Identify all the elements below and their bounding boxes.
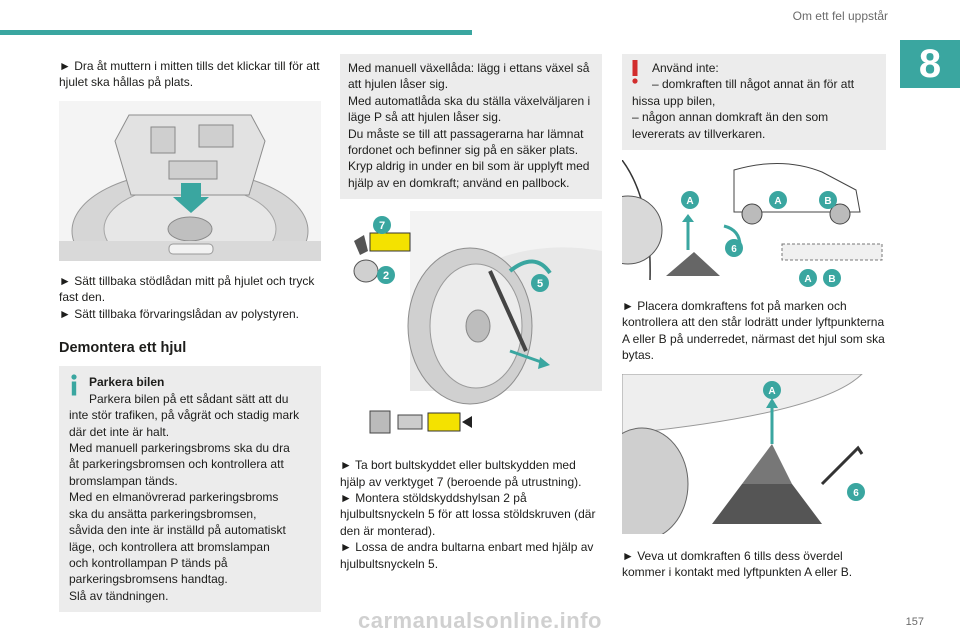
step-refit-box: ► Sätt tillbaka stödlådan mitt på hjulet… (59, 273, 315, 305)
warning-line: – domkraften till något annat än för att (652, 77, 855, 92)
wheel-bolt-illustration: 7 2 5 (353, 211, 602, 434)
info-line: Med en elmanövrerad parkeringsbroms (69, 490, 279, 505)
info-line: åt parkeringsbromsen och kontrollera att (69, 457, 284, 472)
safety-line: Med manuell växellåda: lägg i ettans väx… (348, 61, 590, 75)
safety-box: Med manuell växellåda: lägg i ettans väx… (340, 54, 602, 200)
info-line: Slå av tändningen. (69, 588, 169, 603)
warning-line: levererats av tillverkaren. (632, 126, 766, 141)
info-icon (71, 374, 77, 396)
column-3: Använd inte: – domkraften till något ann… (622, 54, 886, 580)
warning-box: Använd inte: – domkraften till något ann… (622, 54, 886, 151)
warning-line: – någon annan domkraft än den som (632, 110, 829, 125)
step-remove-cap: ► Ta bort bultskyddet eller bultskydden … (340, 458, 582, 489)
info-line: bromslampan tänds. (69, 473, 178, 488)
info-line: såvida den inte är inställd på automatis… (69, 523, 286, 538)
label-A-car: A (774, 196, 781, 207)
safety-line: Med automatlåda ska du ställa växelvälja… (348, 93, 591, 108)
warning-line: Använd inte: (652, 61, 719, 75)
warning-line: hissa upp bilen, (632, 93, 716, 108)
step-antitheft: ► Montera stöldskyddshylsan 2 på hjulbul… (340, 491, 596, 538)
info-line: Parkera bilen på ett sådant sätt att du (89, 391, 289, 406)
callout-5: 5 (537, 278, 543, 290)
section-title: Om ett fel uppstår (792, 9, 888, 23)
section-heading: Demontera ett hjul (59, 340, 187, 357)
info-line: och kontrollampan P tänds på (69, 555, 228, 570)
label-B-underbody: B (828, 274, 835, 285)
info-line: ska du ansätta parkeringsbromsen, (69, 506, 257, 521)
watermark: carmanualsonline.info (358, 608, 602, 633)
step-loosen: ► Lossa de andra bultarna enbart med hjä… (340, 540, 594, 571)
spare-wheel-illustration (59, 100, 321, 261)
jack-points-illustration: A 6 A B A B (622, 160, 883, 288)
column-2: Med manuell växellåda: lägg i ettans väx… (340, 54, 602, 572)
callout-7: 7 (379, 220, 385, 232)
info-title: Parkera bilen (89, 375, 165, 390)
safety-line: hjälp av en domkraft; använd en pallbock… (348, 175, 570, 190)
header-accent-bar (0, 30, 472, 35)
step-refit-polystyrene: ► Sätt tillbaka förvaringslådan av polys… (59, 306, 299, 321)
label-6-extend: 6 (853, 488, 859, 499)
jack-extend-illustration: A 6 (622, 373, 865, 534)
label-A-jack: A (686, 196, 693, 207)
safety-line: fordonet och befinner sig på en säker pl… (348, 143, 579, 158)
step-push-nut: ► Dra åt muttern i mitten tills det klic… (59, 59, 320, 90)
info-line: läge, och kontrollera att bromslampan (69, 539, 270, 554)
label-6-jack: 6 (731, 244, 737, 255)
warning-icon (632, 60, 638, 84)
info-line: Med manuell parkeringsbroms ska du dra (69, 441, 290, 456)
step-place-jack: ► Placera domkraftens fot på marken och … (622, 299, 885, 363)
label-B-car: B (824, 196, 831, 207)
step-extend-jack: ► Veva ut domkraften 6 tills dess överde… (622, 548, 853, 580)
safety-line: Kryp aldrig in under en bil som är upply… (348, 159, 590, 174)
safety-line: läge P så att hjulen låser sig. (348, 110, 502, 125)
column-1: ► Dra åt muttern i mitten tills det klic… (59, 58, 321, 613)
label-A-underbody: A (804, 274, 811, 285)
callout-2: 2 (383, 270, 389, 282)
info-line: parkeringsbromsens handtag. (69, 572, 228, 587)
safety-line: Du måste se till att passagerarna har lä… (348, 126, 584, 141)
safety-line: att hjulen låser sig. (348, 77, 449, 92)
info-line: inte stör trafiken, på vågrät och stadig… (69, 408, 300, 423)
info-box-parking: Parkera bilen Parkera bilen på ett sådan… (59, 366, 321, 613)
page-number: 157 (905, 616, 924, 628)
label-A-extend: A (768, 386, 775, 397)
info-line: där det inte är halt. (69, 424, 170, 439)
chapter-tab: 8 (900, 40, 960, 88)
